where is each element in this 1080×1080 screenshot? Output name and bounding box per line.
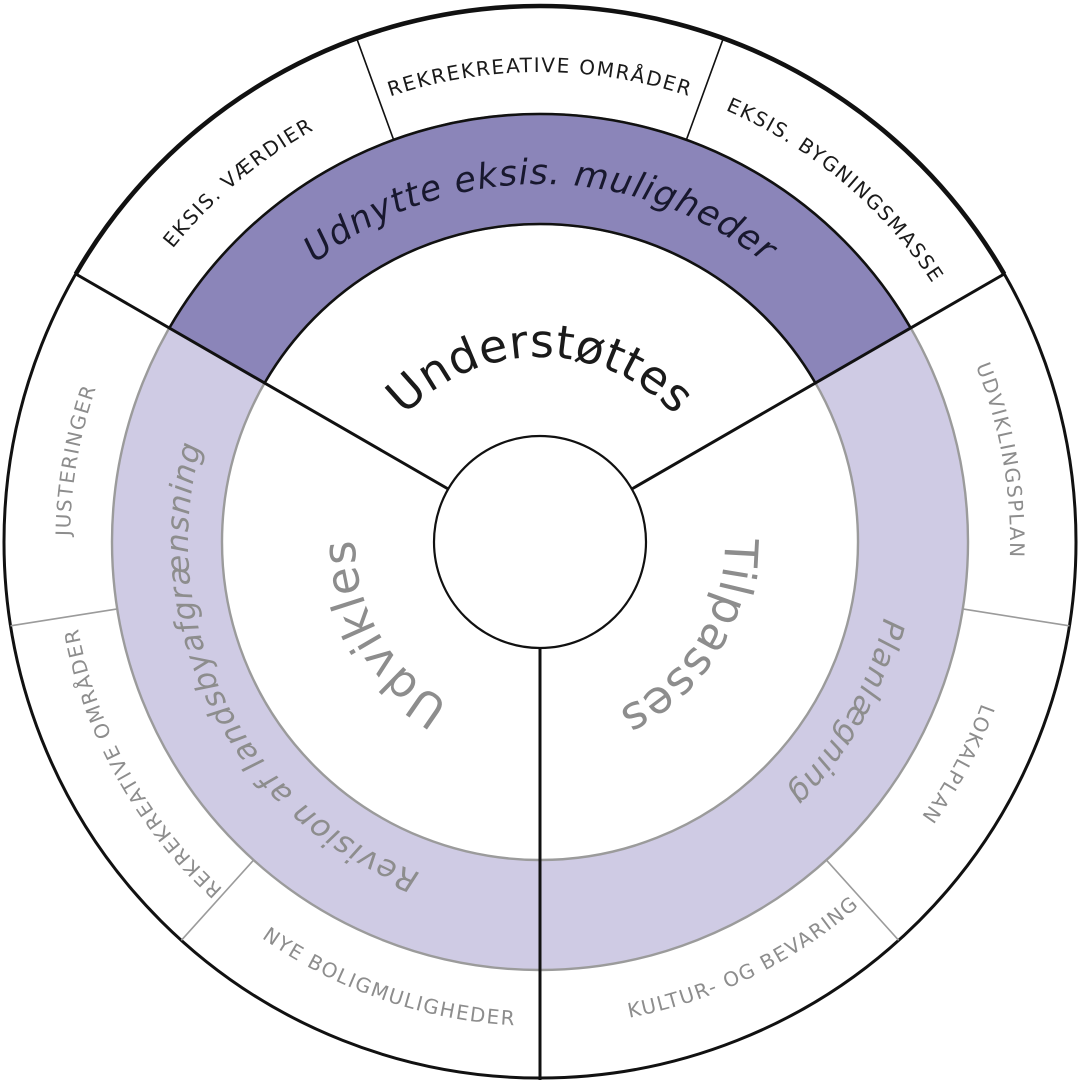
top-sector-arc-1 (168, 112, 912, 329)
outer-ring-divider-0 (355, 38, 395, 141)
outer-ring-divider-5 (10, 608, 118, 627)
sector-line-300 (75, 272, 449, 491)
sector-divider-lines (10, 38, 1070, 1080)
middle-ring-arcs (111, 113, 969, 970)
udvikles-label: Udvikles (312, 539, 456, 740)
understoettes-label: Understøttes (375, 314, 705, 424)
outer-ring-divider-3 (825, 859, 900, 941)
udviklingsplan-label: UDVIKLINGSPLAN (971, 359, 1029, 559)
justeringer-label: JUSTERINGER (51, 381, 101, 538)
planlaegning-arc (540, 328, 969, 970)
center-hub-circle (432, 434, 648, 650)
udnytte-arc (169, 113, 911, 384)
outer-ring-divider-2 (962, 608, 1070, 627)
rekreative-omraader-top-label: REKREKREATIVE OMRÅDER (384, 53, 695, 101)
top-sector-arc-0 (73, 3, 1007, 276)
revision-arc (111, 328, 540, 970)
sector-line-60 (631, 272, 1005, 491)
top-sector-arc-2 (263, 222, 817, 384)
outer-ring-divider-1 (685, 38, 725, 141)
outer-ring-divider-4 (180, 859, 255, 941)
